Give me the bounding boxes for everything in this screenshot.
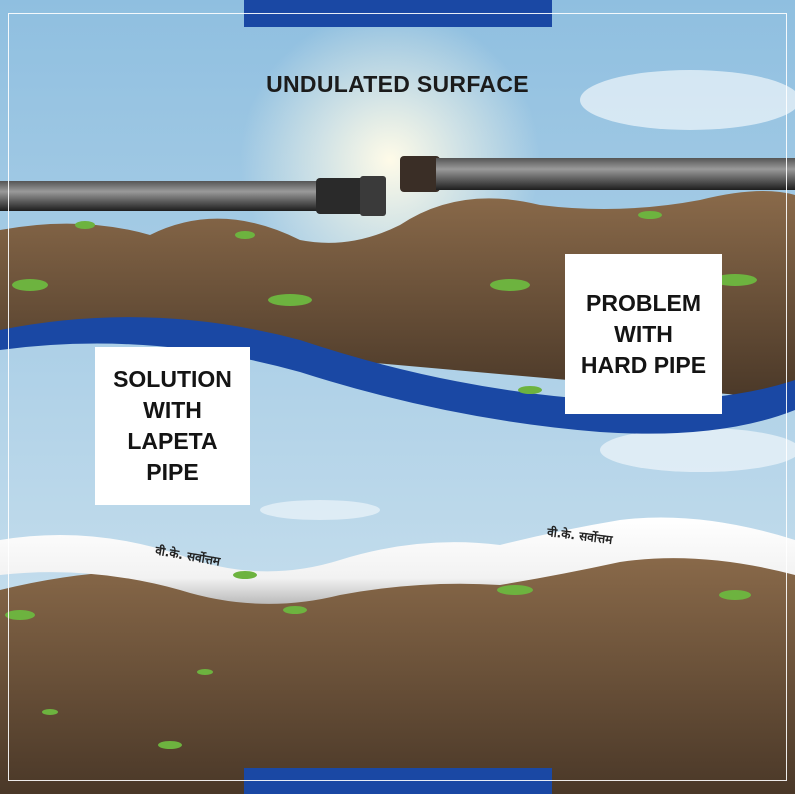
- problem-label-card: PROBLEM WITH HARD PIPE: [565, 254, 722, 414]
- solution-label-card: SOLUTION WITH LAPETA PIPE: [95, 347, 250, 505]
- bottom-accent-bar: [244, 768, 552, 794]
- top-accent-bar: [244, 0, 552, 27]
- headline: UNDULATED SURFACE: [266, 71, 529, 97]
